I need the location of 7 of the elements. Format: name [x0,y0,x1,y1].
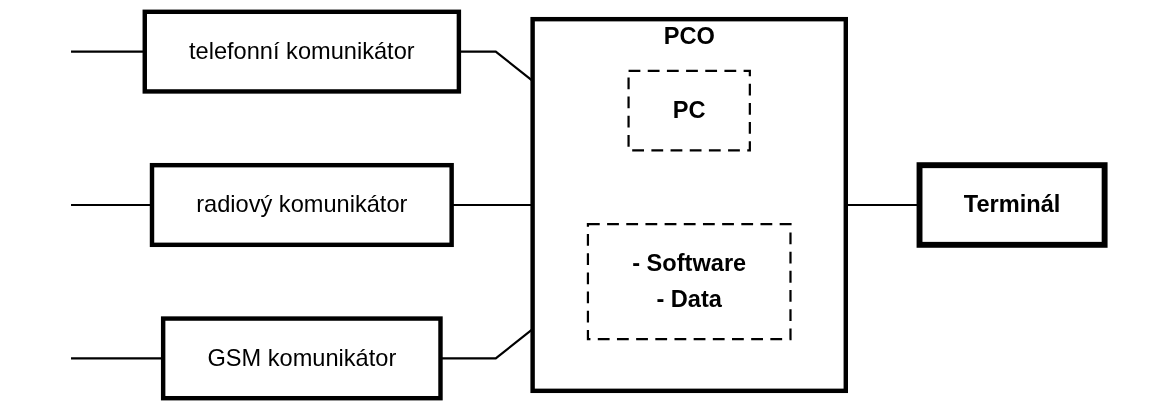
connector [71,203,152,207]
node-box: telefonní komunikátor [142,9,462,94]
node-box: - Software - Data [586,223,792,341]
node-box: Terminál [916,162,1108,248]
node-box: GSM komunikátor [160,316,443,401]
node-box: radiový komunikátor [149,162,454,248]
node-box: PC [627,69,751,152]
